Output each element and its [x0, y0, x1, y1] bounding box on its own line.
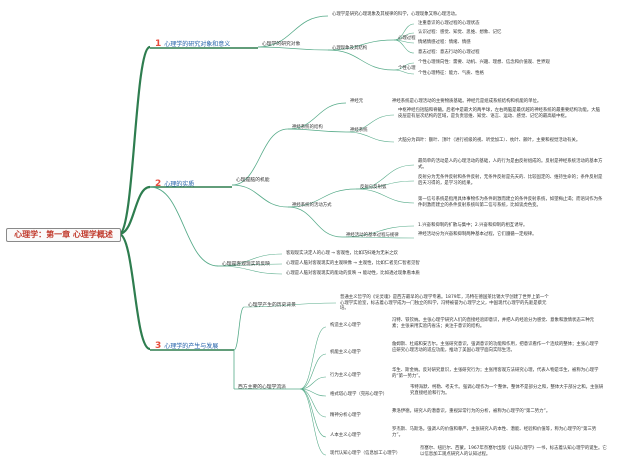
school-text: 罗杰斯、马斯洛。强调人的价值和尊严，主张研究人的本性、潜能、经验和价值等，称为心…	[392, 427, 597, 438]
branch-line	[149, 186, 219, 267]
branch-line	[393, 69, 415, 75]
branch-line	[118, 232, 151, 351]
section-3-label: 心理学的产生与发展	[164, 343, 219, 350]
s1-personality[interactable]: 个性心理	[398, 66, 416, 71]
s2-cortex-text: 大脑分为四叶：额叶、顶叶（进行初级的视、听觉加工）、枕叶、颞叶，主要和视觉活动有…	[398, 138, 581, 143]
branch-line	[243, 302, 337, 308]
s2-basic-text: 神经活动分为兴奋和抑制两种基本过程，它们遵循一定规律。	[418, 232, 537, 237]
school-text: 华生、斯金纳。反对研究意识，主张研究行为；主张用客观方法研究心理，代表人物是华生…	[392, 368, 599, 379]
branch-line	[117, 45, 152, 236]
s2-reflection-item: 客观现实决定人的心理 → 客观性，比如巧妇难为无米之炊	[286, 251, 398, 256]
s2-basic-text: 1.兴奋和抑制的扩散与集中；2.兴奋和抑制的相互诱导。	[418, 223, 528, 228]
s2-basic-process[interactable]: 神经活动的基本过程与规律	[346, 233, 399, 238]
school-text: 弗洛伊德。研究人的潜意识，重视异常行为的分析，被称为心理学的“第二势力”。	[392, 409, 551, 414]
s2-nervous-system[interactable]: 神经系统	[350, 128, 368, 133]
school-text: 奈塞尔、纽厄尔、西蒙。1967年奈塞尔出版《认知心理学》一书，标志着认知心理学的…	[420, 446, 607, 457]
branch-line	[345, 114, 395, 133]
school-name[interactable]: 行为主义心理学	[330, 373, 361, 378]
branch-line	[233, 306, 245, 351]
section-2-label: 心理的实质	[164, 181, 195, 188]
school-name[interactable]: 机能主义心理学	[330, 350, 361, 355]
s1-process-item: 注重意识的心理过程的心理状态	[418, 21, 480, 26]
s1-phenomena[interactable]: 心理现象及其结构	[332, 46, 368, 51]
branch-line	[231, 128, 289, 186]
branch-line	[393, 39, 415, 54]
s2-nervous-structure[interactable]: 神经系统的结构	[292, 125, 323, 130]
s1-person-item: 个性心理特征：能力、气质、性格	[418, 71, 484, 76]
branch-line	[341, 236, 415, 239]
s1-process-item: 情绪情感过程：情绪、情感	[418, 40, 471, 45]
branch-line	[257, 15, 329, 48]
s2-reflection-item: 心理是人脑对客观现实的主观映像 → 主观性，比如仁者见仁智者见智	[286, 261, 420, 266]
branch-line	[287, 128, 347, 133]
school-name[interactable]: 构造主义心理学	[330, 323, 361, 328]
root-node[interactable]: 心理学：第一章 心理学概述	[6, 228, 121, 242]
s2-nervous-text: 中枢神经包括脑和脊髓。后者中是最大的两半球，左右两脑是最优越的神经系统的最重要结…	[398, 108, 600, 119]
branch-line	[287, 102, 347, 130]
s2-activity[interactable]: 神经系统的活动方式	[292, 203, 332, 208]
s2-l2-brain[interactable]: 心理是脑的机能	[236, 178, 270, 183]
section-1-label: 心理学的研究对象和意义	[164, 41, 231, 48]
s3-history-text: 普通主义哲学的《论灵魂》是西方最早的心理学专著。1879年，冯特在德国莱比锡大学…	[340, 295, 549, 312]
school-text: 詹姆斯、杜威和安吉尔。主张研究意识，强调意识的功能和作用，把意识看作一个连续的整…	[392, 342, 599, 353]
s3-l2-schools[interactable]: 西方主要的心理学流派	[238, 385, 286, 390]
s3-l2-history[interactable]: 心理学产生的历史背景	[248, 303, 296, 308]
s2-reflection-item: 心理是人脑对客观现实的能动的反映 → 能动性，比如透过现象看本质	[286, 271, 420, 276]
s1-l2-object[interactable]: 心理学的研究对象	[262, 42, 301, 47]
s2-neuron[interactable]: 神经元	[350, 99, 364, 104]
branch-line	[355, 164, 415, 190]
s1-definition: 心理学是研究心理现象及其规律的科学，心理现象又称心理活动。	[332, 12, 460, 17]
branch-line	[287, 188, 357, 208]
s2-neuron-text: 神经系统是心理活动的主要物质基础。神经元是组成系统结构和机能的单位。	[392, 99, 542, 104]
section-1-number: 1	[155, 39, 162, 49]
school-name[interactable]: 人本主义心理学	[330, 433, 361, 438]
s1-person-item: 个性心理倾向性：需要、动机、兴趣、理想、信念和价值观、世界观	[418, 60, 550, 65]
branch-line	[299, 376, 327, 390]
s2-reflex-text: 最简单的活动是人的心理活动的基础，人的行为是由反射组成的。反射是神经系统活动的基…	[418, 159, 603, 170]
section-3-number: 3	[155, 341, 162, 351]
school-text: 冯特、铁钦纳。主张心理学研究人们的直接经验即意识，并把人的经验分为感觉、意象和激…	[392, 318, 594, 329]
branch-line	[299, 326, 327, 390]
section-2-number: 2	[155, 179, 162, 189]
branch-line	[299, 388, 327, 456]
branch-line	[118, 185, 151, 236]
branch-line	[355, 188, 415, 204]
branch-line	[299, 388, 327, 438]
branch-line	[299, 388, 327, 397]
branch-line	[327, 39, 395, 51]
s1-process-item: 意志过程：意志行动的心理过程	[418, 50, 480, 55]
branch-line	[327, 49, 395, 71]
branch-line	[217, 263, 283, 267]
school-name[interactable]: 精神分析心理学	[330, 413, 361, 418]
branch-line	[287, 206, 343, 238]
branch-line	[345, 131, 395, 143]
s2-reflex[interactable]: 反射与反射弧	[360, 185, 387, 190]
school-name[interactable]: 格式塔心理学（完形心理学）	[330, 392, 388, 397]
school-text: 韦特海默、柯勒、考夫卡。强调心理作为一个整体，整体不是部分之和，整体大于部分之和…	[410, 385, 604, 396]
branch-line	[231, 184, 289, 208]
branch-line	[341, 225, 415, 238]
s2-reflex-text: 第一信号系统是指用具体事物作为条件刺激而建立的条件反射系统，如望梅止渴；而语词作…	[418, 197, 603, 208]
s1-process[interactable]: 心理过程	[398, 36, 416, 41]
s2-l2-reflection[interactable]: 心理是客观现实的反映	[222, 262, 270, 267]
branch-line	[257, 46, 329, 51]
s1-process-item: 认识过程：感觉、知觉、思维、想象、记忆	[418, 30, 502, 35]
branch-line	[217, 265, 283, 275]
s2-reflex-text: 反射分为无条件反射和条件反射，无条件反射是先天的、比较固定的、维持生命的；条件反…	[418, 175, 603, 186]
branch-line	[355, 180, 415, 190]
school-name[interactable]: 现代认知心理学（信息加工心理学）	[330, 451, 401, 456]
